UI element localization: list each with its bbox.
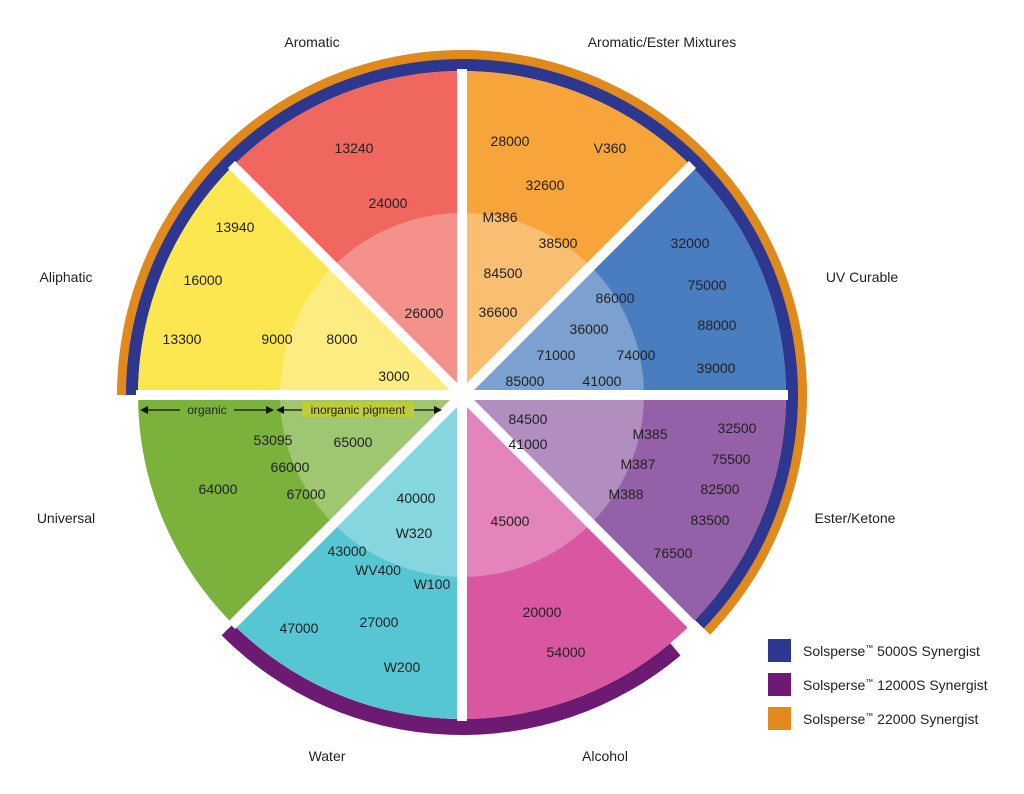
wedge-separator — [458, 160, 697, 399]
legend-swatch — [768, 707, 791, 730]
product-code: 38500 — [539, 235, 578, 251]
product-code: 32000 — [671, 235, 710, 251]
solvent-wedges — [138, 71, 786, 719]
wedge-universal — [138, 395, 462, 625]
wedge-aliphatic — [138, 165, 462, 395]
wedge-separators — [136, 69, 788, 721]
product-code: 67000 — [287, 486, 326, 502]
product-code: 75500 — [712, 451, 751, 467]
category-aromatic: Aromatic — [284, 34, 339, 50]
product-code: 41000 — [583, 373, 622, 389]
product-code: 3000 — [378, 368, 409, 384]
product-code: 41000 — [509, 436, 548, 452]
product-code: W320 — [396, 525, 433, 541]
legend-item-12000s: Solsperse™ 12000S Synergist — [768, 670, 988, 699]
product-code: 82500 — [701, 481, 740, 497]
product-code: 16000 — [184, 272, 223, 288]
product-code: V360 — [594, 140, 627, 156]
product-code: 26000 — [405, 305, 444, 321]
wedge-aromatic-ester — [462, 71, 692, 395]
wedge-aromatic — [232, 71, 462, 395]
product-code: 71000 — [537, 347, 576, 363]
category-aliphatic: Aliphatic — [40, 269, 93, 285]
product-code: M385 — [632, 426, 667, 442]
product-code: 24000 — [369, 195, 408, 211]
wedge-uv-curable — [462, 165, 786, 395]
arrow-left-icon — [276, 406, 284, 414]
product-code: M387 — [620, 456, 655, 472]
wedge-alcohol — [462, 395, 692, 719]
category-uv-curable: UV Curable — [826, 269, 899, 285]
product-code: 20000 — [523, 604, 562, 620]
product-code: 45000 — [491, 513, 530, 529]
product-code: 36600 — [479, 304, 518, 320]
legend-swatch — [768, 673, 791, 696]
legend-swatch — [768, 639, 791, 662]
category-water: Water — [309, 748, 346, 764]
arrow-right-icon — [266, 406, 274, 414]
product-code: 13300 — [163, 331, 202, 347]
product-code: 13240 — [335, 140, 374, 156]
arrow-left-icon — [140, 406, 148, 414]
category-aromatic-ester: Aromatic/Ester Mixtures — [588, 34, 737, 50]
product-code: 13940 — [216, 219, 255, 235]
organic-label: organic — [187, 403, 226, 417]
product-code: 28000 — [491, 133, 530, 149]
product-code: 43000 — [328, 543, 367, 559]
legend-item-22000: Solsperse™ 22000 Synergist — [768, 704, 988, 733]
product-code: 40000 — [397, 490, 436, 506]
product-code: M386 — [482, 209, 517, 225]
product-code: 64000 — [199, 481, 238, 497]
product-code: 36000 — [570, 321, 609, 337]
product-code: 54000 — [547, 644, 586, 660]
wedge-ester-ketone — [462, 395, 786, 625]
category-alcohol: Alcohol — [582, 748, 628, 764]
wedge-separator — [458, 391, 697, 630]
wedge-water — [232, 395, 462, 719]
wedge-separator — [227, 160, 466, 399]
product-code: 84500 — [509, 411, 548, 427]
inorganic-pigment-label: inorganic pigment — [311, 403, 406, 417]
category-ester-ketone: Ester/Ketone — [815, 510, 896, 526]
product-code: 75000 — [688, 277, 727, 293]
product-code: 39000 — [697, 360, 736, 376]
product-code: 74000 — [617, 347, 656, 363]
product-code: 32600 — [526, 177, 565, 193]
product-code: 47000 — [280, 620, 319, 636]
product-code: 9000 — [261, 331, 292, 347]
product-code: 8000 — [326, 331, 357, 347]
product-code: WV400 — [355, 562, 401, 578]
product-code: W200 — [384, 659, 421, 675]
product-code: 83500 — [691, 512, 730, 528]
legend-label: Solsperse™ 5000S Synergist — [803, 642, 980, 659]
synergist-bands — [117, 50, 807, 736]
product-code: 86000 — [596, 290, 635, 306]
arrow-right-icon — [434, 406, 442, 414]
product-code: 53095 — [254, 432, 293, 448]
product-code: 32500 — [718, 420, 757, 436]
product-code: 84500 — [484, 265, 523, 281]
product-code: 27000 — [360, 614, 399, 630]
organic-inorganic-divider: organic inorganic pigment — [140, 402, 442, 417]
legend-item-5000s: Solsperse™ 5000S Synergist — [768, 636, 988, 665]
product-code: 76500 — [654, 545, 693, 561]
product-code: 85000 — [506, 373, 545, 389]
category-universal: Universal — [37, 510, 95, 526]
product-code: 66000 — [271, 459, 310, 475]
product-code: 65000 — [334, 434, 373, 450]
product-code: W100 — [414, 576, 451, 592]
legend-label: Solsperse™ 22000 Synergist — [803, 710, 979, 727]
product-code: 88000 — [698, 317, 737, 333]
legend-label: Solsperse™ 12000S Synergist — [803, 676, 988, 693]
synergist-legend: Solsperse™ 5000S Synergist Solsperse™ 12… — [768, 636, 988, 738]
product-code: M388 — [608, 486, 643, 502]
band-12000s-synergist — [221, 624, 681, 736]
wedge-separator — [227, 391, 466, 630]
